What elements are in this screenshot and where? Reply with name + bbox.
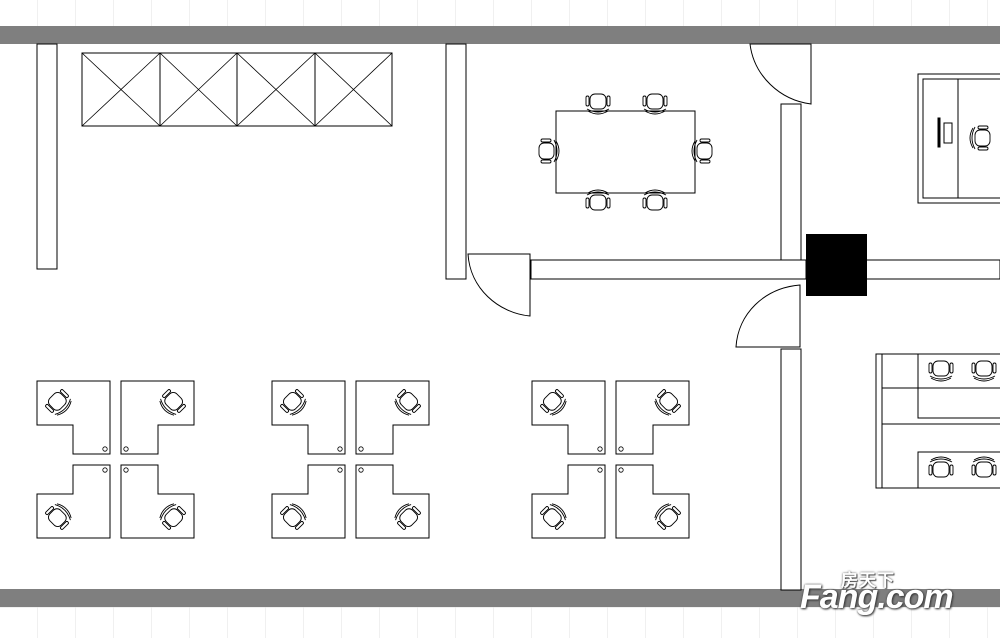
partition-walls [36,43,1000,591]
structural-column [806,234,867,296]
watermark-brand-en: Fang.com [800,578,954,616]
fang-watermark: 房天下 Fang.com [800,566,995,632]
private-office-desk [917,73,1000,204]
door-corridor-right [735,284,801,348]
meeting-table-group [538,93,713,211]
door-meeting-room [749,43,812,105]
doors [467,43,812,348]
door-corridor-left [467,253,531,317]
right-workstations [875,353,1000,489]
meeting-table [555,110,696,194]
storage-cabinet [81,52,393,127]
watermark-brand-cn: 房天下 [841,571,895,591]
